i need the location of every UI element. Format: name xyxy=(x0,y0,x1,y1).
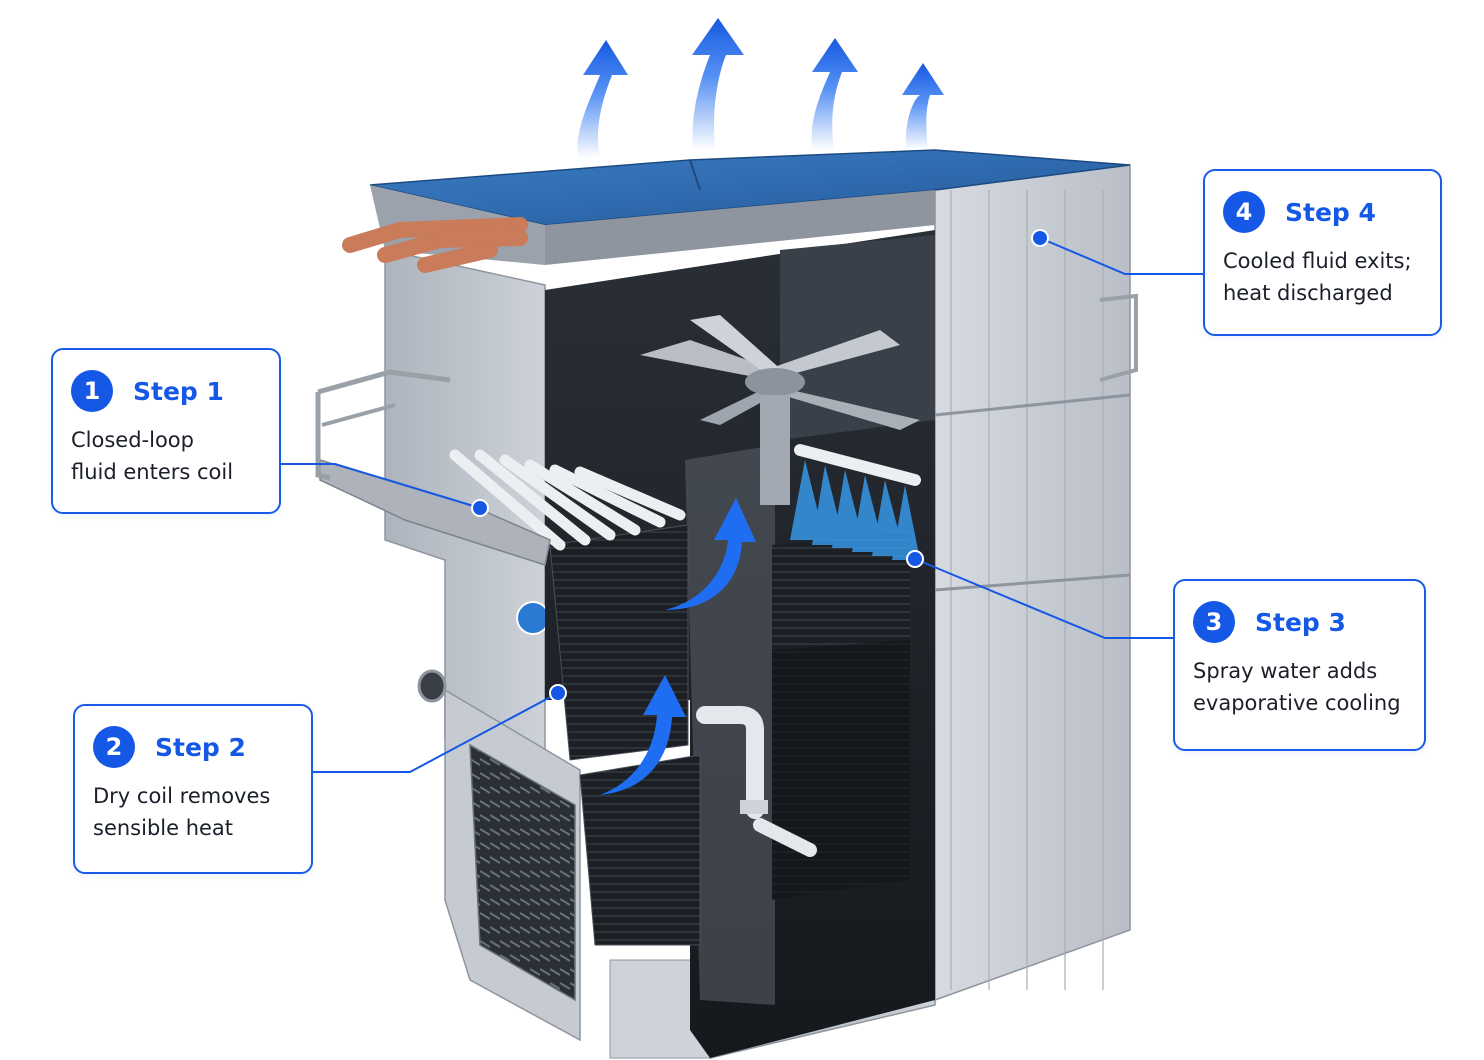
leader-dot-step-2 xyxy=(549,684,567,702)
leader-line-step-1 xyxy=(281,463,481,509)
fan-assembly xyxy=(640,315,920,505)
left-handrail xyxy=(315,392,331,481)
side-pipe-nozzle xyxy=(417,669,447,703)
step-description: Spray water adds evaporative cooling xyxy=(1193,659,1401,715)
copper-connection-pipes xyxy=(342,217,528,273)
step-number-badge: 2 xyxy=(93,726,135,768)
step-number-badge: 3 xyxy=(1193,601,1235,643)
leader-dot-step-4 xyxy=(1031,229,1049,247)
leader-endpoints xyxy=(471,229,1049,702)
fan-hub xyxy=(745,368,805,396)
exhaust-arrow-2 xyxy=(692,18,744,150)
callout-step-1: 1 Step 1 Closed-loop fluid enters coil xyxy=(51,348,281,514)
step-description: Cooled fluid exits; heat discharged xyxy=(1223,249,1412,305)
bac-logo-badge-left xyxy=(516,601,550,635)
right-handrail xyxy=(1099,293,1138,382)
lower-coil xyxy=(579,754,701,946)
leader-line-step-4 xyxy=(1039,237,1203,275)
leader-dot-step-3 xyxy=(906,550,924,568)
exhaust-arrows xyxy=(577,18,944,158)
airflow-arrow-upper xyxy=(665,498,756,610)
step-title: Step 3 xyxy=(1255,607,1346,637)
callout-step-4: 4 Step 4 Cooled fluid exits; heat discha… xyxy=(1203,169,1442,336)
riser-pipe xyxy=(696,706,764,819)
leader-line-step-3 xyxy=(914,558,1173,639)
leader-lines xyxy=(281,237,1203,773)
exhaust-arrow-3 xyxy=(811,38,858,150)
exhaust-arrow-4 xyxy=(902,63,944,150)
step-title: Step 2 xyxy=(155,732,246,762)
callout-step-2: 2 Step 2 Dry coil removes sensible heat xyxy=(73,704,313,874)
step-title: Step 1 xyxy=(133,376,224,406)
airflow-arrow-lower xyxy=(600,675,686,795)
fan-shaft xyxy=(760,395,790,505)
step-number-badge: 4 xyxy=(1223,191,1265,233)
leader-line-step-2 xyxy=(313,692,559,773)
fan-blade xyxy=(640,340,790,380)
spray-water xyxy=(790,460,920,560)
step-number-badge: 1 xyxy=(71,370,113,412)
step-description: Dry coil removes sensible heat xyxy=(93,784,271,840)
exhaust-arrow-1 xyxy=(577,40,628,158)
air-inlet-louver xyxy=(469,743,576,1002)
callout-step-3: 3 Step 3 Spray water adds evaporative co… xyxy=(1173,579,1426,751)
spray-system xyxy=(790,444,921,560)
step-description: Closed-loop fluid enters coil xyxy=(71,428,234,484)
step-title: Step 4 xyxy=(1285,197,1376,227)
leader-dot-step-1 xyxy=(471,499,489,517)
inlet-header-pipes xyxy=(449,449,686,551)
spray-header xyxy=(794,444,921,486)
